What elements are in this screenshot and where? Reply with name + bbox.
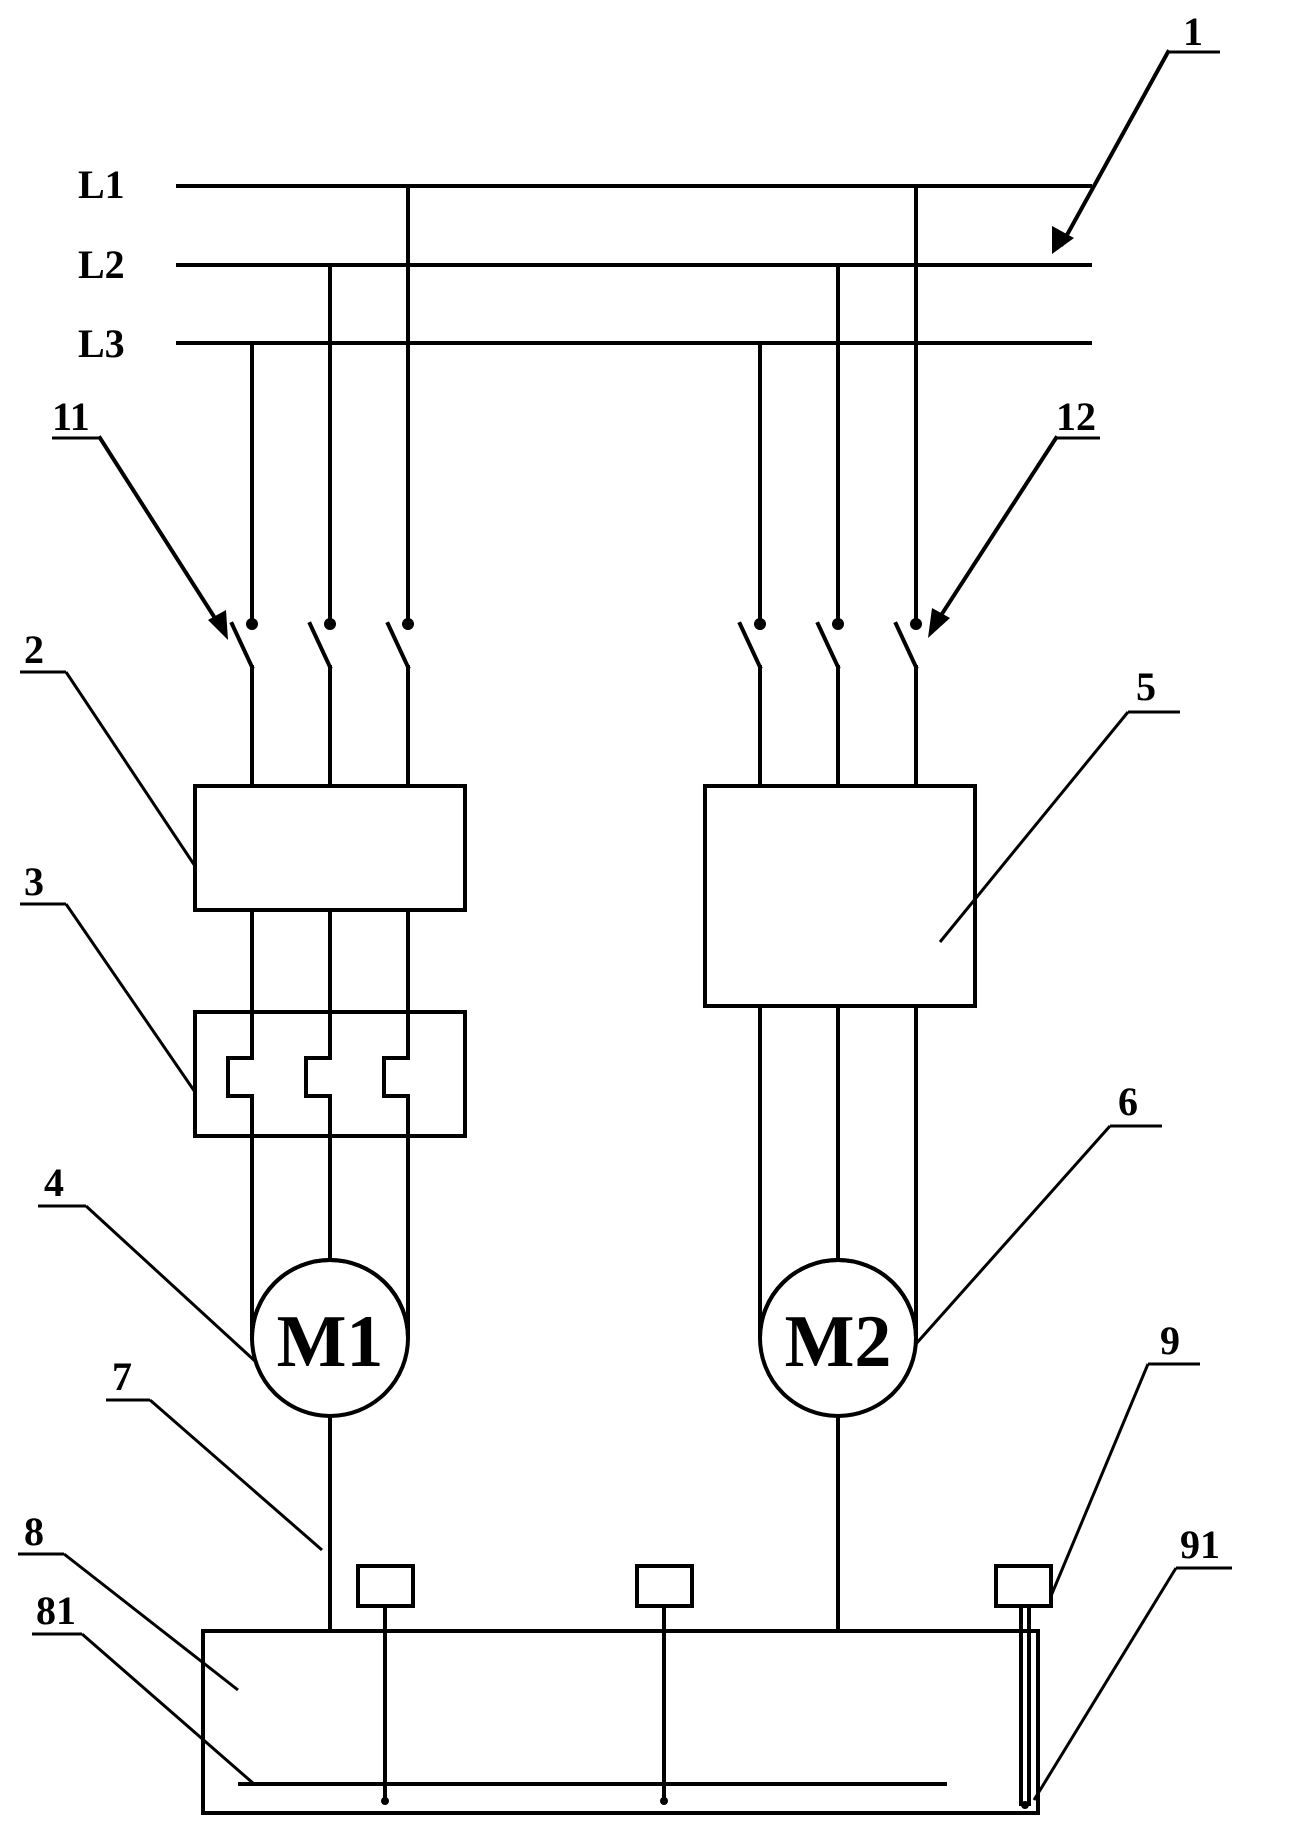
callout-11-leader <box>97 435 223 629</box>
sensor-9 <box>994 1564 1053 1809</box>
sensor-1 <box>356 1564 415 1805</box>
callout-5-number: 5 <box>1136 664 1156 709</box>
callout-9-number: 9 <box>1160 1318 1180 1363</box>
callout-1-leader <box>1059 49 1171 247</box>
switch-11-contacts <box>229 618 414 788</box>
switch-12-contacts <box>737 618 922 788</box>
label-l3: L3 <box>78 321 125 366</box>
callout-1-arrowhead <box>1052 226 1074 254</box>
callout-3-leader <box>64 903 197 1093</box>
component-2-box <box>193 784 467 912</box>
callout-6-leader <box>913 1125 1112 1346</box>
callout-1-number: 1 <box>1183 9 1203 54</box>
callout-8-leader <box>63 1552 239 1692</box>
callout-4-leader <box>84 1204 258 1364</box>
callout-3-number: 3 <box>24 859 44 904</box>
callout-12-arrowhead <box>928 608 950 638</box>
callout-81-leader <box>81 1632 255 1786</box>
callout-12-number: 12 <box>1056 394 1096 439</box>
thermal-elements <box>226 1010 410 1138</box>
callout-5-leader <box>938 711 1130 943</box>
label-l2: L2 <box>78 242 125 287</box>
callout-12-leader <box>935 435 1059 623</box>
callout-6-number: 6 <box>1118 1079 1138 1124</box>
component-5-box <box>703 784 977 1008</box>
motor-m1-label: M1 <box>277 1301 384 1383</box>
callout-2-leader <box>64 671 197 867</box>
callout-11-arrowhead <box>208 610 228 640</box>
right-branch-wires <box>758 184 918 626</box>
callout-11-number: 11 <box>52 394 90 439</box>
bus-bars <box>176 184 1092 345</box>
callout-2-number: 2 <box>24 627 44 672</box>
left-branch-wires <box>250 184 410 626</box>
wires-5-to-m2 <box>758 1004 918 1340</box>
motor-m1-lead-arc <box>249 1258 411 1341</box>
callout-91-number: 91 <box>1180 1522 1220 1567</box>
callout-8-number: 8 <box>24 1509 44 1554</box>
motor-m2-label: M2 <box>785 1301 892 1383</box>
callout-9-leader <box>1049 1363 1150 1597</box>
motor-m2-lead-arc <box>757 1258 919 1341</box>
callout-91-leader <box>1032 1567 1178 1801</box>
wires-2-to-3 <box>250 908 410 1014</box>
callout-81-number: 81 <box>36 1588 76 1633</box>
callout-7-number: 7 <box>112 1354 132 1399</box>
label-l1: L1 <box>78 162 125 207</box>
sensor-2 <box>635 1564 694 1805</box>
callout-7-leader <box>149 1398 323 1552</box>
wires-3-to-m1 <box>250 1134 410 1340</box>
callout-4-number: 4 <box>44 1160 64 1205</box>
